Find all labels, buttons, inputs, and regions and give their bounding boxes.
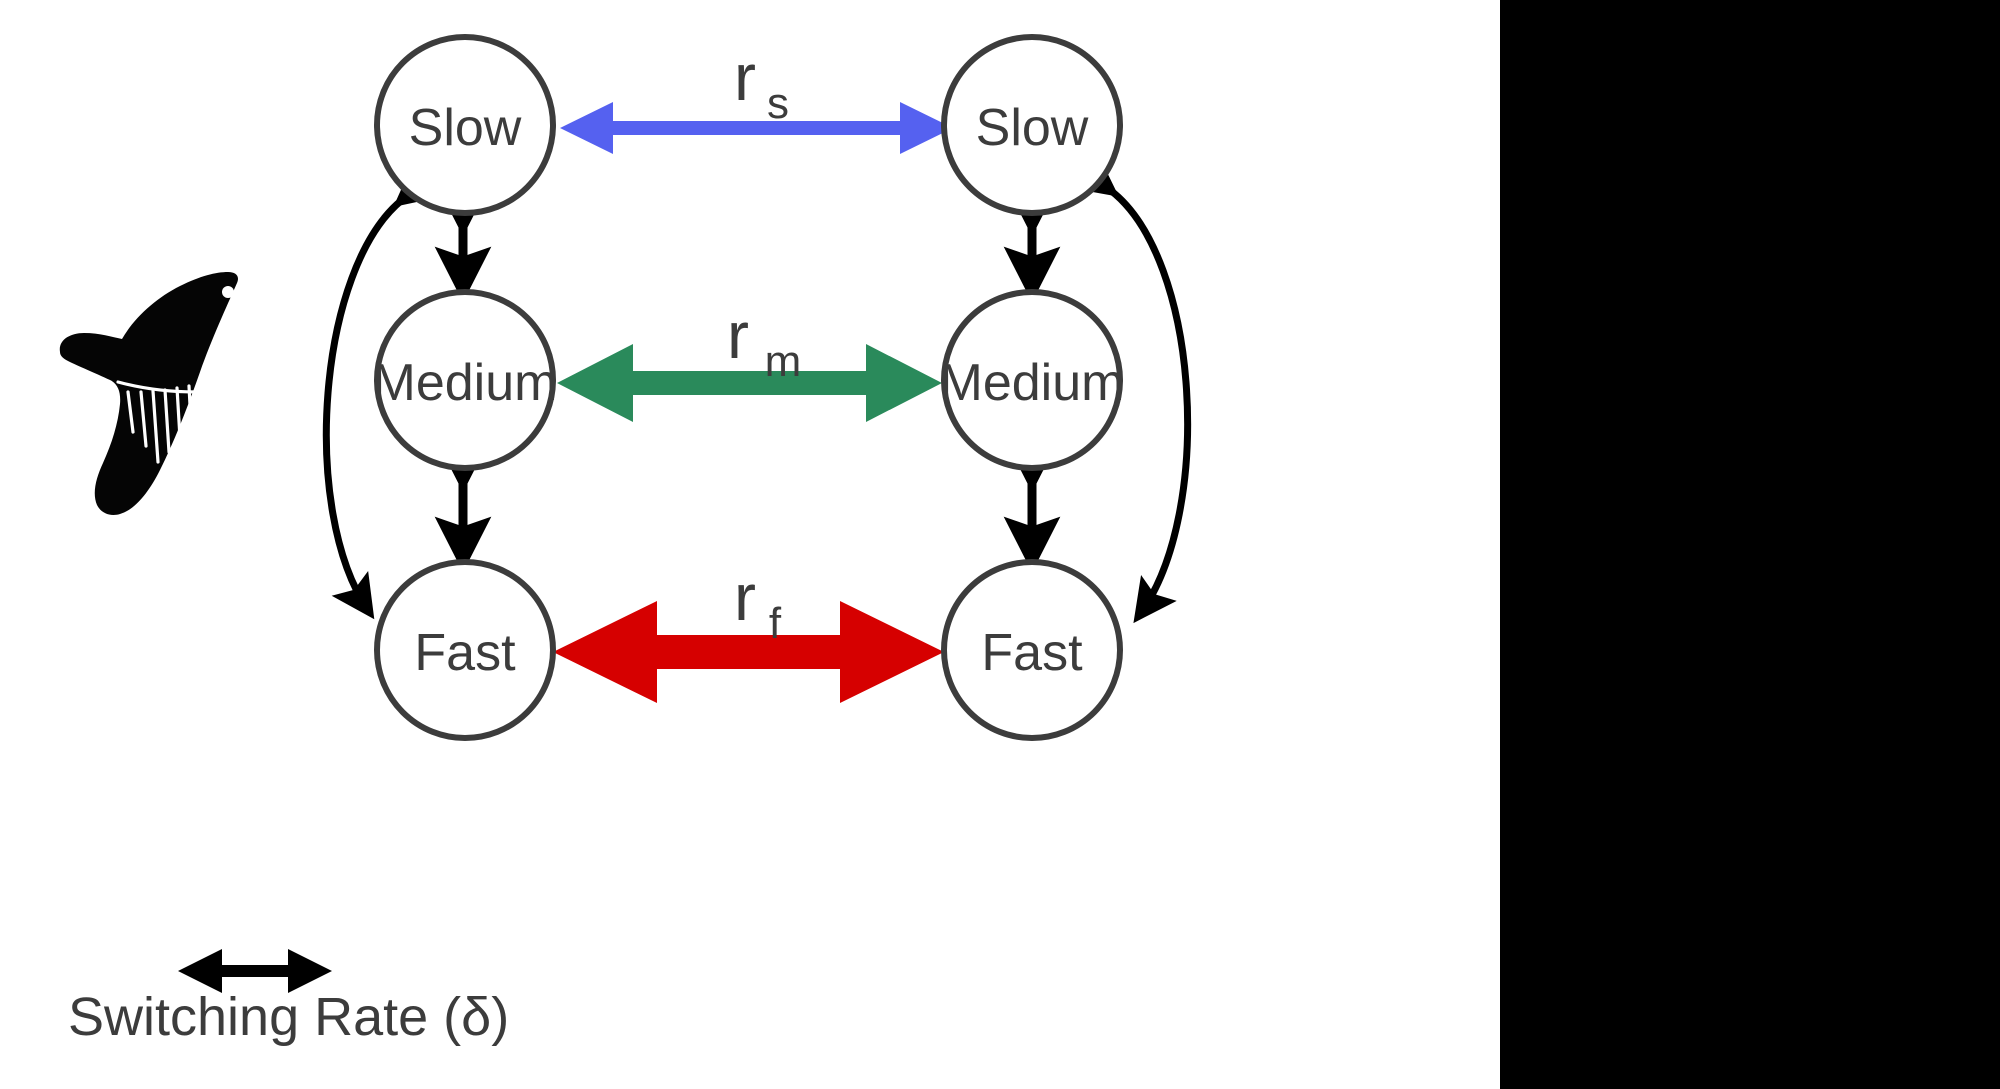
state-label-right-slow: Slow: [976, 99, 1089, 157]
cross-link-medium: [557, 344, 942, 422]
rate-label-medium-sub: m: [765, 337, 802, 386]
rate-label-fast-sub: f: [769, 599, 782, 648]
rate-label-fast-base: r: [734, 560, 756, 634]
switching-rate-double-arrow: [178, 949, 332, 993]
right-edge-mask: [1500, 0, 2000, 1089]
right-slow-fast-curved-link: [1071, 152, 1192, 624]
cross-link-slow: [560, 102, 953, 154]
rate-label-slow-base: r: [734, 40, 756, 114]
switching-rate-label: Switching Rate (δ): [68, 987, 509, 1047]
state-node-right-fast[interactable]: [941, 559, 1123, 741]
state-label-left-slow: Slow: [409, 99, 522, 157]
state-node-left-slow[interactable]: [374, 34, 556, 216]
rate-label-medium-base: r: [727, 298, 749, 372]
rate-label-fast: r f: [734, 560, 782, 648]
state-node-right-medium[interactable]: [941, 289, 1123, 471]
state-label-left-medium: Medium: [373, 354, 558, 412]
left-slow-fast-curved-link: [322, 162, 441, 620]
state-label-right-fast: Fast: [981, 624, 1083, 682]
state-node-left-fast[interactable]: [374, 559, 556, 741]
rate-label-slow-sub: s: [767, 79, 789, 128]
state-node-right-slow[interactable]: [941, 34, 1123, 216]
state-label-left-fast: Fast: [414, 624, 516, 682]
state-node-left-medium[interactable]: [374, 289, 556, 471]
shark-tooth-icon-left: [59, 272, 238, 515]
rate-label-slow: r s: [734, 40, 789, 128]
cross-link-fast: [553, 601, 944, 703]
rate-label-medium: r m: [727, 298, 801, 386]
state-label-right-medium: Medium: [940, 354, 1125, 412]
